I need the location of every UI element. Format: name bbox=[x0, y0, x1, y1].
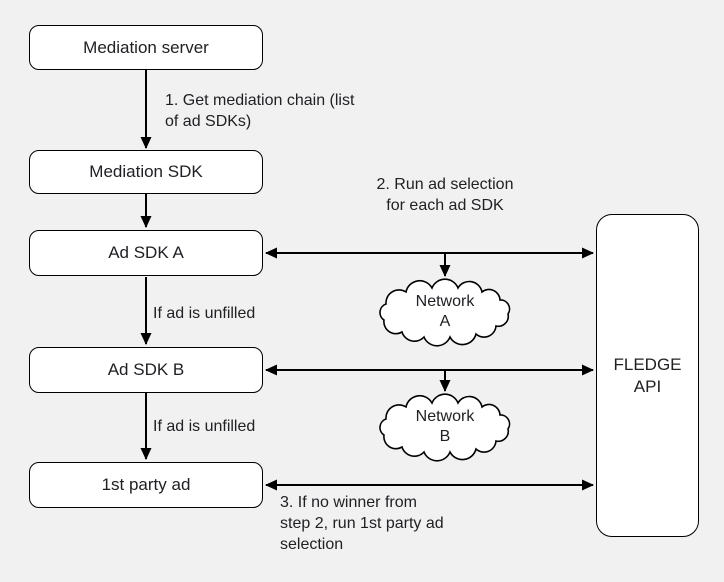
annotation-unfilled-b: If ad is unfilled bbox=[153, 418, 256, 435]
annotation-unfilled-a: If ad is unfilled bbox=[153, 305, 256, 322]
annotation-step3: 3. If no winner from step 2, run 1st par… bbox=[280, 494, 444, 553]
cloud-network-a-label: Network A bbox=[415, 293, 475, 330]
node-ad-sdk-b: Ad SDK B bbox=[29, 347, 263, 393]
node-mediation-sdk: Mediation SDK bbox=[29, 150, 263, 194]
node-ad-sdk-a-label: Ad SDK A bbox=[108, 243, 184, 262]
node-fledge-api: FLEDGE API bbox=[596, 214, 699, 537]
node-fledge-api-label: FLEDGE API bbox=[613, 354, 682, 396]
node-first-party-ad-label: 1st party ad bbox=[101, 475, 191, 494]
node-mediation-server-label: Mediation server bbox=[83, 37, 209, 57]
annotation-step1: 1. Get mediation chain (list of ad SDKs) bbox=[165, 92, 355, 130]
node-mediation-sdk-label: Mediation SDK bbox=[89, 162, 203, 181]
node-ad-sdk-b-label: Ad SDK B bbox=[107, 360, 185, 379]
node-first-party-ad: 1st party ad bbox=[29, 462, 263, 508]
node-mediation-server: Mediation server bbox=[29, 25, 263, 70]
annotation-step2: 2. Run ad selection for each ad SDK bbox=[376, 176, 514, 214]
node-ad-sdk-a: Ad SDK A bbox=[29, 230, 263, 276]
cloud-network-b-label: Network B bbox=[415, 408, 475, 445]
